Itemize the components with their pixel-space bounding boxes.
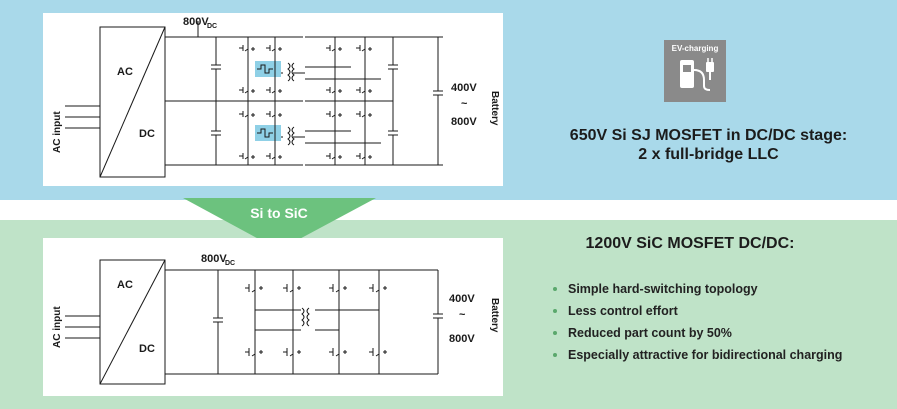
dc-voltage-label: 800V: [183, 16, 209, 28]
sic-output-voltage-low: 800V: [449, 333, 475, 345]
bullet-dot: [553, 309, 557, 313]
benefit-text: Less control effort: [568, 304, 678, 318]
output-voltage-tilde: ~: [461, 98, 468, 110]
output-voltage-high: 400V: [451, 82, 477, 94]
sic-ac-input-label: AC input: [52, 306, 63, 348]
battery-label: Battery: [489, 91, 500, 126]
ac-label: AC: [117, 66, 133, 78]
sic-output-voltage-tilde: ~: [459, 309, 466, 321]
transition-label: Si to SiC: [250, 205, 308, 221]
si-heading-line2: 2 x full-bridge LLC: [638, 146, 779, 163]
sic-dc-voltage-subscript: DC: [225, 260, 235, 267]
sic-dc-label: DC: [139, 343, 155, 355]
sic-output-voltage-high: 400V: [449, 293, 475, 305]
ev-charging-label: EV-charging: [671, 44, 719, 53]
sic-ac-label: AC: [117, 279, 133, 291]
sic-dc-voltage-label: 800V: [201, 253, 227, 265]
benefit-item: Especially attractive for bidirectional …: [553, 347, 842, 369]
benefit-item: Less control effort: [553, 303, 842, 325]
sic-design-heading: 1200V SiC MOSFET DC/DC:: [585, 235, 795, 252]
sic-switches: [245, 282, 387, 358]
sic-circuit-panel: 800V DC AC DC AC input 400V ~ 800V Batte…: [43, 238, 503, 396]
si-design-heading: 650V Si SJ MOSFET in DC/DC stage: 2 x fu…: [520, 126, 897, 164]
sic-circuit-diagram: 800V DC AC DC AC input 400V ~ 800V Batte…: [52, 253, 500, 385]
dc-label: DC: [139, 128, 155, 140]
ac-input-label: AC input: [52, 111, 63, 153]
ev-charger-icon: [680, 58, 714, 91]
dc-voltage-subscript: DC: [207, 23, 217, 30]
benefit-text: Especially attractive for bidirectional …: [568, 348, 843, 362]
benefits-list: Simple hard-switching topology Less cont…: [553, 281, 842, 369]
benefit-text: Reduced part count by 50%: [568, 326, 732, 340]
benefit-item: Simple hard-switching topology: [553, 281, 842, 303]
primary-switches: [239, 43, 282, 161]
benefit-text: Simple hard-switching topology: [568, 282, 758, 296]
bullet-dot: [553, 287, 557, 291]
sic-battery-label: Battery: [489, 298, 500, 333]
si-circuit-panel: 800V DC AC DC AC input 400V ~ 800V Batte…: [43, 13, 503, 186]
bullet-dot: [553, 353, 557, 357]
si-circuit-diagram: 800V DC AC DC AC input 400V ~ 800V Batte…: [52, 16, 500, 178]
benefit-item: Reduced part count by 50%: [553, 325, 842, 347]
output-voltage-low: 800V: [451, 116, 477, 128]
bullet-dot: [553, 331, 557, 335]
si-heading-line1: 650V Si SJ MOSFET in DC/DC stage:: [569, 127, 848, 144]
ev-charging-badge: EV-charging: [664, 40, 726, 102]
